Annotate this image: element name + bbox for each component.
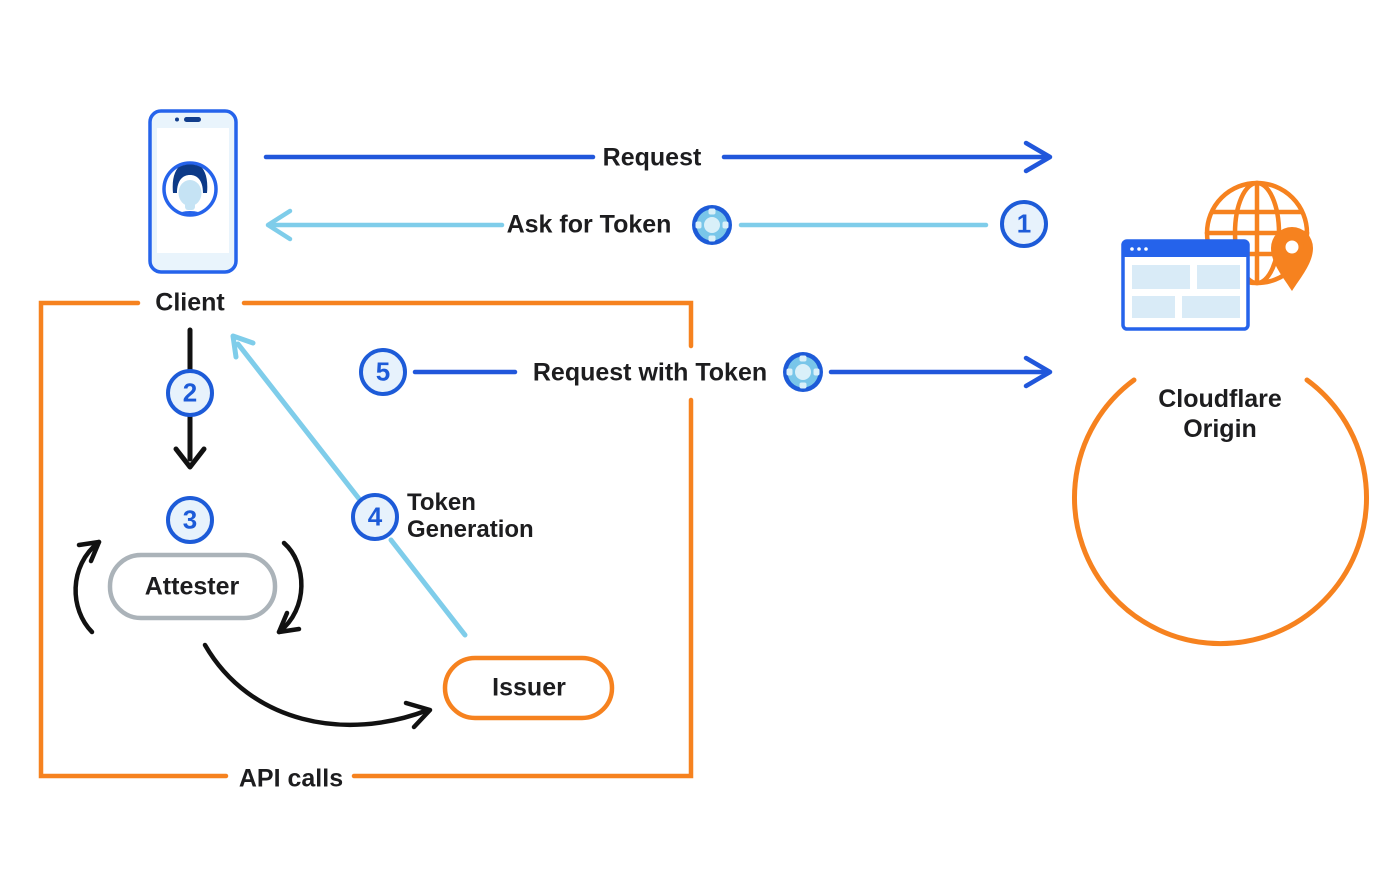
cloudflare-origin-label: Cloudflare Origin [1158, 384, 1282, 444]
request-label: Request [602, 143, 702, 172]
token-icon [783, 352, 823, 392]
client-label: Client [155, 288, 225, 317]
cloudflare-origin-circle [1072, 377, 1369, 647]
request-with-token-arrow [412, 355, 1053, 389]
token-generation-line2: Generation [407, 516, 534, 543]
attestation-cycle-arrows [73, 539, 304, 635]
step-2-circle [166, 369, 214, 417]
cloudflare-origin-line1: Cloudflare [1158, 385, 1282, 413]
step-4-circle [351, 493, 399, 541]
issuer-node [442, 655, 615, 721]
api-calls-label: API calls [238, 764, 344, 793]
attester-to-issuer-arrow [202, 642, 433, 730]
token-generation-line1: Token [407, 489, 476, 516]
step-3-circle [166, 496, 214, 544]
token-generation-label: Token Generation [407, 489, 534, 543]
step-2-number: 2 [182, 377, 198, 408]
step-5-number: 5 [375, 356, 391, 387]
request-arrow [263, 140, 1053, 174]
step-3-number: 3 [182, 504, 198, 535]
step-4-number: 4 [367, 501, 383, 532]
browser-window-icon [1121, 239, 1250, 331]
step-1-circle [1000, 200, 1048, 248]
cloudflare-origin-line2: Origin [1183, 415, 1257, 443]
location-pin-icon [1271, 227, 1313, 291]
token-generation-arrow [230, 333, 468, 638]
smartphone-user-icon [148, 109, 238, 274]
api-calls-box [38, 300, 694, 779]
ask-for-token-label: Ask for Token [506, 210, 672, 239]
attester-label: Attester [144, 572, 240, 601]
step-5-circle [359, 348, 407, 396]
attester-node [107, 552, 278, 621]
step-1-number: 1 [1016, 208, 1032, 239]
request-with-token-label: Request with Token [532, 358, 768, 387]
token-icon [692, 205, 732, 245]
issuer-label: Issuer [492, 673, 566, 702]
ask-for-token-arrow [265, 208, 989, 242]
